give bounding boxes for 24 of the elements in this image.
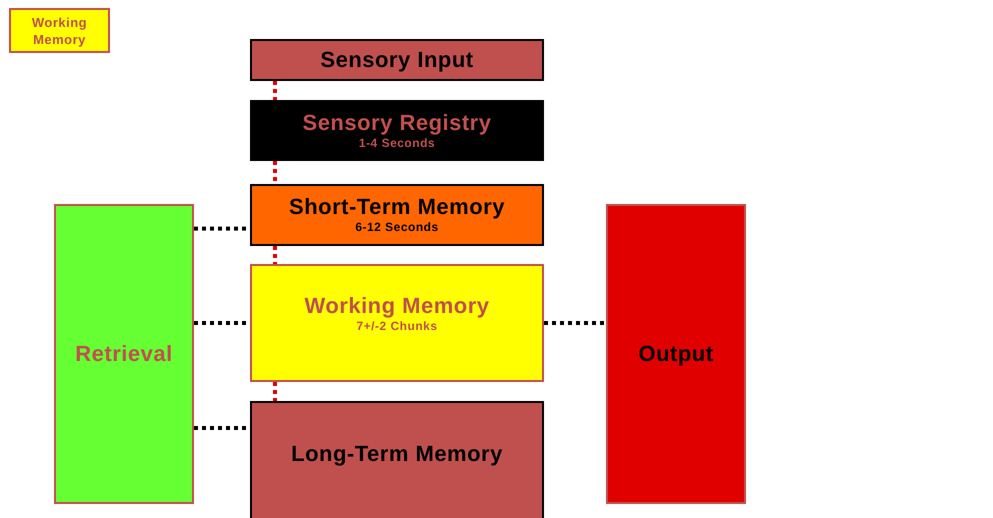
stage-detail: 6-12 Seconds <box>355 220 439 234</box>
dotted-connector <box>273 81 277 100</box>
memory-stage-box <box>606 204 746 504</box>
dotted-connector <box>273 161 277 184</box>
stage-detail: 1-4 Seconds <box>358 136 436 150</box>
key-box <box>9 8 110 53</box>
dotted-connector <box>273 246 277 264</box>
stage-title: Sensory Registry <box>302 110 492 136</box>
memory-stage-box <box>250 100 544 161</box>
stage-title: Retrieval <box>75 341 173 367</box>
stage-title: Working Memory <box>30 14 88 48</box>
stage-title: Short-Term Memory <box>289 194 505 220</box>
memory-stage-box <box>250 264 544 382</box>
stage-title: Output <box>638 341 714 367</box>
stage-title: Long-Term Memory <box>291 441 503 467</box>
dotted-connector <box>273 382 277 401</box>
dotted-connector <box>544 321 606 325</box>
stage-title: Working Memory <box>304 293 490 319</box>
memory-stage-box <box>250 401 544 518</box>
memory-stage-box <box>250 39 544 81</box>
stage-detail: 7+/-2 Chunks <box>356 319 438 333</box>
stage-title: Sensory Input <box>320 47 474 73</box>
memory-stage-box <box>54 204 194 504</box>
memory-stage-box <box>250 184 544 246</box>
